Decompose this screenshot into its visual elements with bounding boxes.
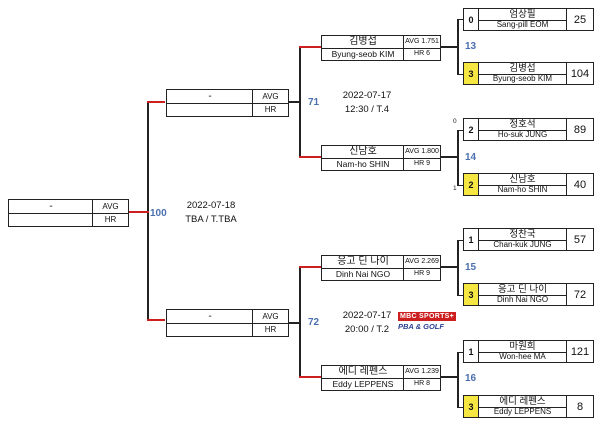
final-avg-label: AVG	[92, 200, 128, 213]
m14-match-number: 14	[465, 152, 477, 163]
m16-top-kor: 마원희	[479, 341, 566, 353]
m16-bottom-kor: 에디 레펜스	[479, 396, 566, 408]
qf-3-hr: HR 9	[403, 268, 440, 280]
qf-4-player-box[interactable]: 에디 레펜스 AVG 1.239 Eddy LEPPENS HR 8	[321, 365, 441, 391]
qf-1-hr: HR 6	[403, 48, 440, 60]
semi-2-match-number: 72	[308, 317, 320, 328]
final-time-text: TBA / T.TBA	[185, 214, 237, 225]
m14-bottom-name[interactable]: 신남호 Nam-ho SHIN	[479, 173, 567, 196]
qf-3-eng-name: Dinh Nai NGO	[335, 269, 391, 279]
qf-4-eng-name: Eddy LEPPENS	[332, 379, 394, 389]
final-player-name: -	[49, 201, 53, 212]
semi-2-time-text: 20:00 / T.2	[344, 324, 390, 335]
qf-3-player-box[interactable]: 응고 딘 나이 AVG 2.269 Dinh Nai NGO HR 9	[321, 255, 441, 281]
broadcaster-line2: PBA & GOLF	[398, 322, 444, 331]
qf-2-eng-name: Nam-ho SHIN	[336, 159, 390, 169]
m13-bottom-name[interactable]: 김병섭 Byung-seob KIM	[479, 62, 567, 85]
m13-bottom-seed: 3	[463, 62, 479, 85]
m13-match-number: 13	[465, 41, 477, 52]
final-hr-label: HR	[92, 213, 128, 226]
m15-bottom-eng: Dinh Nai NGO	[496, 295, 549, 304]
broadcaster-logo: MBC SPORTS+ PBA & GOLF	[398, 312, 456, 334]
semi-1-player-name-2	[167, 103, 253, 116]
qf-1-avg: AVG 1.751	[403, 36, 440, 48]
qf-3-avg: AVG 2.269	[403, 256, 440, 268]
m13-bottom-score: 104	[567, 62, 594, 85]
qf-2-player-box[interactable]: 신남호 AVG 1.800 Nam-ho SHIN HR 9	[321, 145, 441, 171]
m14-tie-bottom: 1	[453, 185, 457, 192]
m15-match-number: 15	[465, 262, 477, 273]
m16-bottom-seed: 3	[463, 395, 479, 418]
qf-4-hr: HR 8	[403, 378, 440, 390]
m14-bottom-kor: 신남호	[479, 174, 566, 186]
m16-bottom-score: 8	[567, 395, 594, 418]
m14-bottom-seed: 2	[463, 173, 479, 196]
semi-2-date-text: 2022-07-17	[342, 310, 392, 321]
m16-bottom-eng: Eddy LEPPENS	[493, 407, 552, 416]
semi-1-player-box[interactable]: - AVG HR	[166, 89, 289, 117]
semi-2-avg-label: AVG	[252, 310, 288, 323]
m14-tie-top: 0	[453, 118, 457, 125]
final-match-number: 100	[150, 208, 167, 219]
m14-top-score: 89	[567, 118, 594, 141]
semi-1-date: 2022-07-17 12:30 / T.4	[332, 89, 402, 117]
final-player-name-2	[9, 213, 93, 226]
semi-2-player-name-2	[167, 323, 253, 336]
broadcaster-line1: MBC SPORTS+	[398, 312, 456, 321]
m14-top-name[interactable]: 정호석 Ho-suk JUNG	[479, 118, 567, 141]
m14-bottom-eng: Nam-ho SHIN	[497, 185, 548, 194]
m16-top-name[interactable]: 마원희 Won-hee MA	[479, 340, 567, 363]
semi-1-date-text: 2022-07-17	[342, 90, 392, 101]
final-date-text: 2022-07-18	[186, 200, 236, 211]
m14-top-kor: 정호석	[479, 119, 566, 131]
semi-2-hr-label: HR	[252, 323, 288, 336]
qf-4-avg: AVG 1.239	[403, 366, 440, 378]
m13-bottom-kor: 김병섭	[479, 63, 566, 75]
m14-bottom-score: 40	[567, 173, 594, 196]
semi-1-match-number: 71	[308, 97, 320, 108]
m16-top-score: 121	[567, 340, 594, 363]
m13-bottom-eng: Byung-seob KIM	[492, 74, 553, 83]
qf-2-hr: HR 9	[403, 158, 440, 170]
m13-top-kor: 엄상필	[479, 9, 566, 21]
m15-bottom-score: 72	[567, 283, 594, 306]
qf-2-avg: AVG 1.800	[403, 146, 440, 158]
qf-4-kor-name: 에디 레펜스	[338, 366, 388, 377]
m15-bottom-name[interactable]: 응고 딘 나이 Dinh Nai NGO	[479, 283, 567, 306]
m15-top-score: 57	[567, 228, 594, 251]
m16-top-eng: Won-hee MA	[499, 352, 546, 361]
m15-top-kor: 정찬국	[479, 229, 566, 241]
semi-2-player-name: -	[208, 311, 212, 322]
final-player-box[interactable]: - AVG HR	[8, 199, 129, 227]
semi-2-date: 2022-07-17 20:00 / T.2	[332, 309, 402, 337]
m16-bottom-name[interactable]: 에디 레펜스 Eddy LEPPENS	[479, 395, 567, 418]
semi-1-time-text: 12:30 / T.4	[344, 104, 390, 115]
m15-bottom-kor: 응고 딘 나이	[479, 284, 566, 296]
semi-1-avg-label: AVG	[252, 90, 288, 103]
qf-1-eng-name: Byung-seob KIM	[331, 49, 395, 59]
m15-top-name[interactable]: 정찬국 Chan-kuk JUNG	[479, 228, 567, 251]
m16-top-seed: 1	[463, 340, 479, 363]
qf-1-kor-name: 김병섭	[349, 36, 377, 47]
m13-top-seed: 0	[463, 8, 479, 31]
m14-top-seed: 2	[463, 118, 479, 141]
m13-top-name[interactable]: 엄상필 Sang-pill EOM	[479, 8, 567, 31]
qf-1-player-box[interactable]: 김병섭 AVG 1.751 Byung-seob KIM HR 6	[321, 35, 441, 61]
m16-match-number: 16	[465, 373, 477, 384]
m15-top-seed: 1	[463, 228, 479, 251]
qf-3-kor-name: 응고 딘 나이	[337, 256, 389, 267]
semi-1-player-name: -	[208, 91, 212, 102]
m15-bottom-seed: 3	[463, 283, 479, 306]
m14-top-eng: Ho-suk JUNG	[497, 130, 548, 139]
m13-top-eng: Sang-pill EOM	[496, 20, 549, 29]
qf-2-kor-name: 신남호	[349, 146, 377, 157]
final-date: 2022-07-18 TBA / T.TBA	[176, 199, 246, 227]
semi-1-hr-label: HR	[252, 103, 288, 116]
m15-top-eng: Chan-kuk JUNG	[493, 240, 552, 249]
m13-top-score: 25	[567, 8, 594, 31]
semi-2-player-box[interactable]: - AVG HR	[166, 309, 289, 337]
